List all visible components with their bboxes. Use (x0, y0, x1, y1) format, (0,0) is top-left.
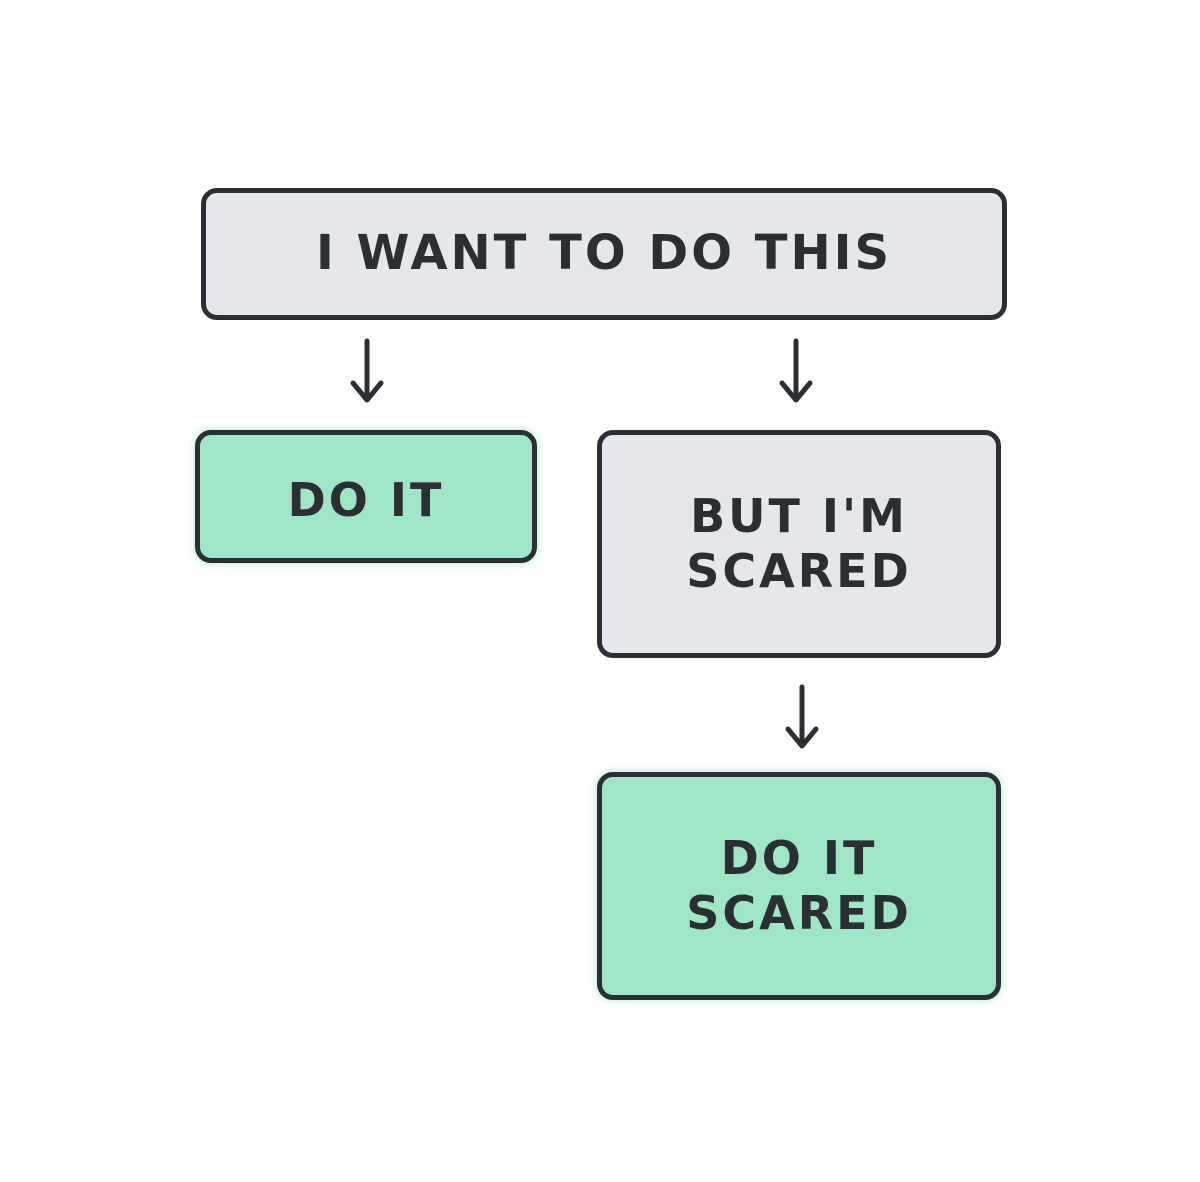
node-but-im-scared: BUT I'M SCARED (597, 430, 1001, 658)
node-i-want-to-do-this: I WANT TO DO THIS (201, 188, 1007, 320)
arrow-down-icon (785, 684, 819, 749)
node-label: BUT I'M SCARED (686, 488, 912, 598)
node-do-it-scared: DO IT SCARED (597, 772, 1001, 1000)
node-label: DO IT (287, 473, 445, 527)
arrow-down-icon (779, 338, 813, 403)
node-label: DO IT SCARED (686, 830, 912, 940)
node-label: I WANT TO DO THIS (315, 225, 893, 282)
node-do-it: DO IT (195, 430, 537, 563)
arrow-down-icon (350, 338, 384, 403)
